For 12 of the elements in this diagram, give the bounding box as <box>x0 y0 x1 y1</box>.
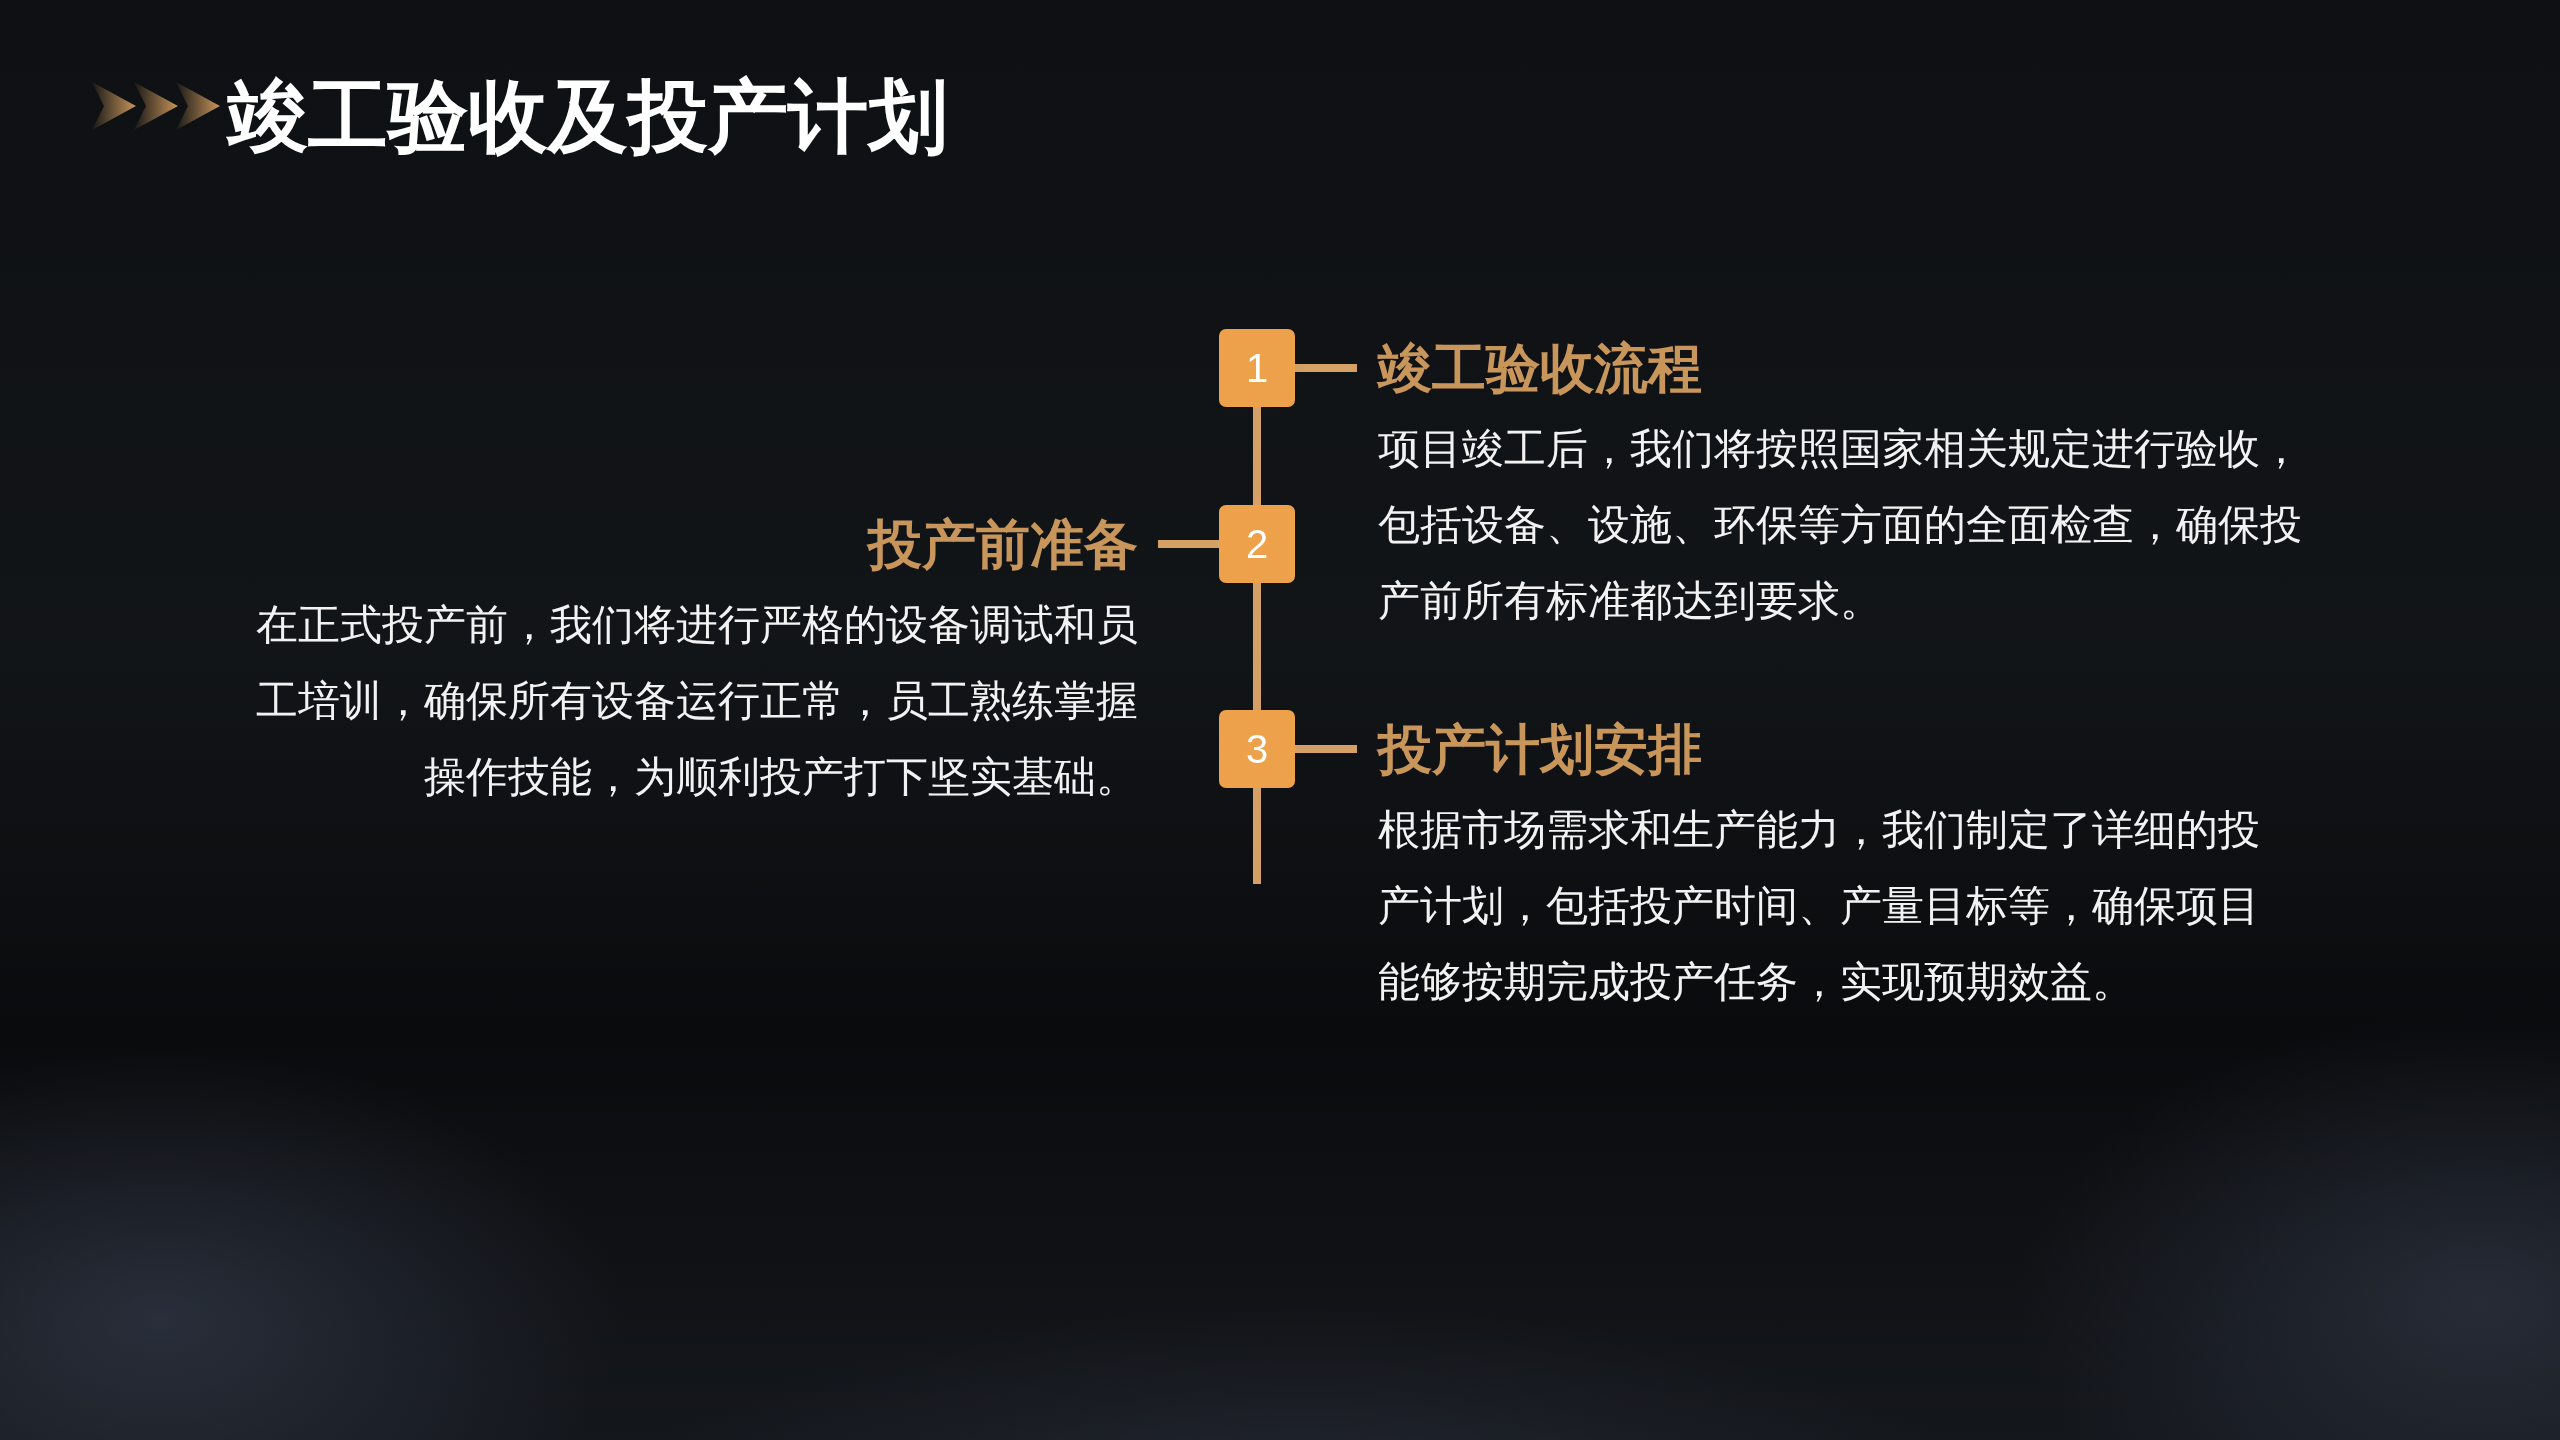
step-number-box: 3 <box>1219 710 1295 788</box>
step-heading: 竣工验收流程 <box>1378 335 1702 402</box>
step-description: 根据市场需求和生产能力，我们制定了详细的投产计划，包括投产时间、产量目标等，确保项目能够按期完成投产任务，实现预期效益。 <box>1378 804 2261 1008</box>
step-number-box: 2 <box>1219 505 1295 583</box>
slide-title: 竣工验收及投产计划 <box>228 68 948 165</box>
step-heading: 投产前准备 <box>868 511 1138 578</box>
connector-line <box>1253 583 1261 710</box>
step-heading: 投产计划安排 <box>1378 716 1702 783</box>
step-number-box: 1 <box>1219 329 1295 407</box>
step-description: 在正式投产前，我们将进行严格的设备调试和员工培训，确保所有设备运行正常，员工熟练掌握操作技能，为顺利投产打下坚实基础。 <box>255 599 1138 803</box>
connector-line <box>1253 407 1261 505</box>
step-description: 项目竣工后，我们将按照国家相关规定进行验收，包括设备、设施、环保等方面的全面检查，确保投产前所有标准都达到要求。 <box>1378 423 2303 627</box>
